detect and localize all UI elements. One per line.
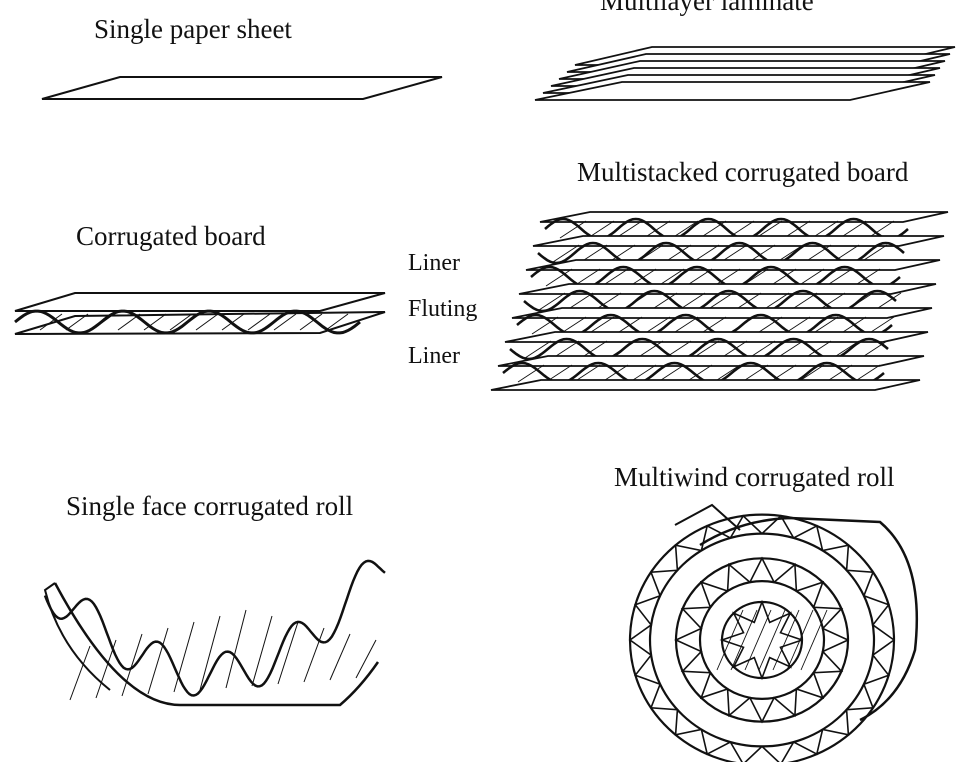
corrugated-board-drawing (14, 292, 386, 335)
multilayer-laminate-title: Multilayer laminate (600, 0, 814, 16)
top-liner-label: Liner (408, 250, 460, 276)
single-paper-sheet-title: Single paper sheet (94, 14, 292, 44)
single-face-roll-drawing (43, 559, 386, 707)
fluting-label: Fluting (408, 296, 478, 322)
multistacked-board-title: Multistacked corrugated board (577, 157, 909, 187)
multiwind-roll-title: Multiwind corrugated roll (614, 462, 895, 492)
single-face-roll-title: Single face corrugated roll (66, 491, 354, 521)
bottom-liner-label: Liner (408, 343, 460, 369)
multilayer-laminate-drawing (534, 46, 956, 101)
multistacked-board-drawing (490, 211, 949, 391)
corrugated-board-title: Corrugated board (76, 221, 266, 251)
multiwind-roll-drawing (628, 503, 919, 762)
single-paper-sheet-drawing (41, 76, 443, 100)
